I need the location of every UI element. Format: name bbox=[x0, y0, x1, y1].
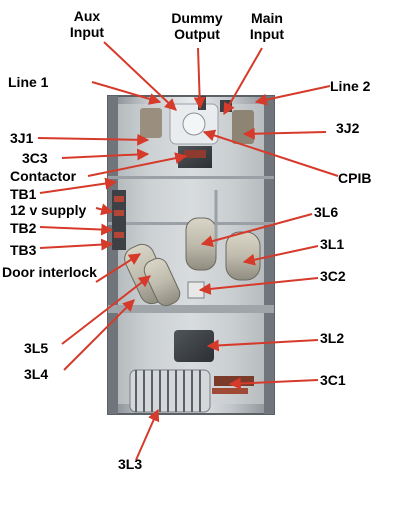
label-main-input: Main Input bbox=[249, 10, 285, 42]
label-line1: Line 1 bbox=[8, 74, 49, 90]
arrow-3l6 bbox=[200, 213, 313, 247]
label-line2: Line 2 bbox=[330, 78, 371, 94]
label-3l5: 3L5 bbox=[24, 340, 49, 356]
arrow-3j2 bbox=[242, 127, 327, 140]
arrows bbox=[37, 41, 339, 461]
label-3j2: 3J2 bbox=[336, 120, 360, 136]
arrow-3j1 bbox=[37, 133, 150, 146]
arrow-line1 bbox=[91, 81, 162, 105]
label-door-interlock: Door interlock bbox=[2, 264, 97, 280]
arrow-door-interlock bbox=[95, 253, 142, 283]
arrow-dummy-output bbox=[193, 47, 206, 110]
arrow-3l2 bbox=[206, 339, 319, 352]
label-3l4: 3L4 bbox=[24, 366, 49, 382]
arrow-3c1 bbox=[228, 377, 319, 390]
arrow-3c3 bbox=[61, 148, 150, 161]
label-3l1: 3L1 bbox=[320, 236, 345, 252]
arrow-tb3 bbox=[39, 238, 114, 251]
label-contactor: Contactor bbox=[10, 168, 77, 184]
label-12v-supply: 12 v supply bbox=[10, 202, 87, 218]
arrow-contactor bbox=[87, 152, 188, 177]
arrow-line2 bbox=[254, 85, 331, 106]
label-3c3: 3C3 bbox=[22, 150, 48, 166]
label-3l6: 3L6 bbox=[314, 204, 339, 220]
arrow-12v-supply bbox=[95, 203, 114, 216]
arrow-3l1 bbox=[242, 245, 319, 266]
label-tb2: TB2 bbox=[10, 220, 37, 236]
label-tb3: TB3 bbox=[10, 242, 37, 258]
label-tb1: TB1 bbox=[10, 186, 37, 202]
label-3l3: 3L3 bbox=[118, 456, 143, 472]
terminal-blocks bbox=[112, 190, 126, 250]
arrow-aux-input bbox=[103, 41, 177, 111]
label-aux-input: Aux Input bbox=[69, 8, 105, 40]
label-3j1: 3J1 bbox=[10, 130, 34, 146]
label-dummy-output: Dummy Output bbox=[171, 10, 223, 42]
arrow-3l5 bbox=[61, 275, 151, 345]
arrow-main-input bbox=[223, 47, 263, 116]
arrow-3c2 bbox=[198, 277, 319, 295]
label-3l2: 3L2 bbox=[320, 330, 345, 346]
arrow-cpib bbox=[202, 129, 339, 177]
arrow-3l4 bbox=[63, 299, 135, 371]
label-3c1: 3C1 bbox=[320, 372, 346, 388]
arrow-3l3 bbox=[135, 408, 160, 461]
arrow-tb2 bbox=[39, 223, 114, 236]
label-cpib: CPIB bbox=[338, 170, 372, 186]
arrow-tb1 bbox=[39, 177, 118, 194]
label-3c2: 3C2 bbox=[320, 268, 346, 284]
